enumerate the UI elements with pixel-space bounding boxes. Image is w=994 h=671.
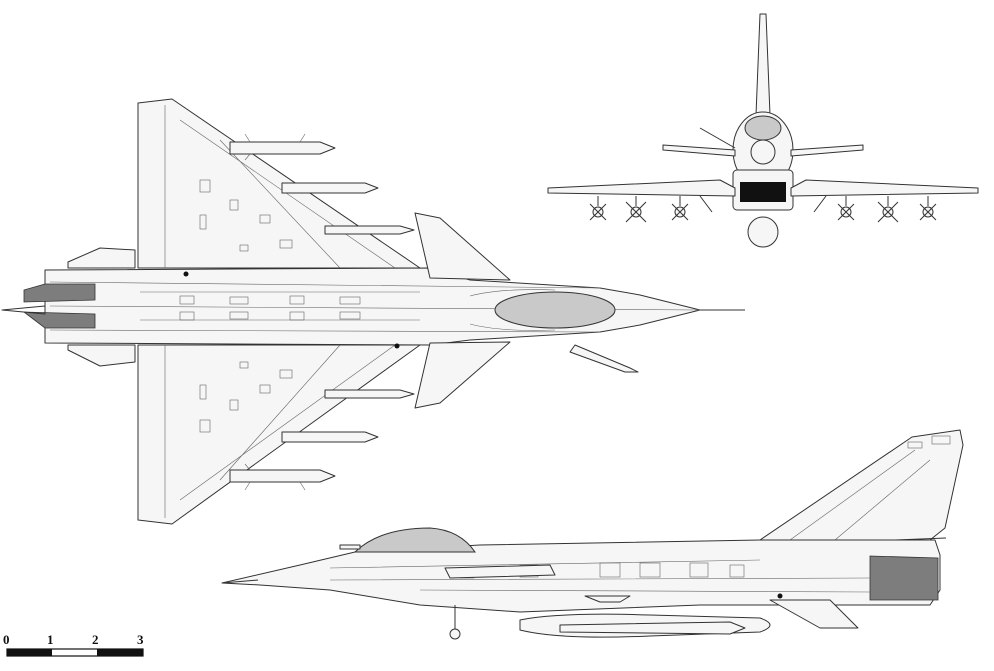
- scale-bar: 0 1 2 3: [3, 632, 144, 657]
- scale-label-1: 1: [47, 632, 54, 647]
- fuselage-side: [221, 539, 941, 613]
- left-wing: [137, 98, 421, 269]
- canopy-top: [494, 291, 616, 329]
- vertical-fin: [759, 429, 964, 541]
- scale-label-2: 2: [92, 632, 99, 647]
- front-view: [547, 13, 979, 248]
- scale-label-0: 0: [3, 632, 10, 647]
- canopy-side: [353, 527, 476, 553]
- top-view: [1, 98, 745, 525]
- right-stores: [229, 344, 639, 491]
- side-view: [221, 429, 964, 640]
- left-stores: [229, 133, 415, 235]
- right-canard: [414, 341, 511, 409]
- left-canard: [414, 212, 511, 281]
- scale-label-3: 3: [137, 632, 144, 647]
- right-wing: [137, 344, 421, 525]
